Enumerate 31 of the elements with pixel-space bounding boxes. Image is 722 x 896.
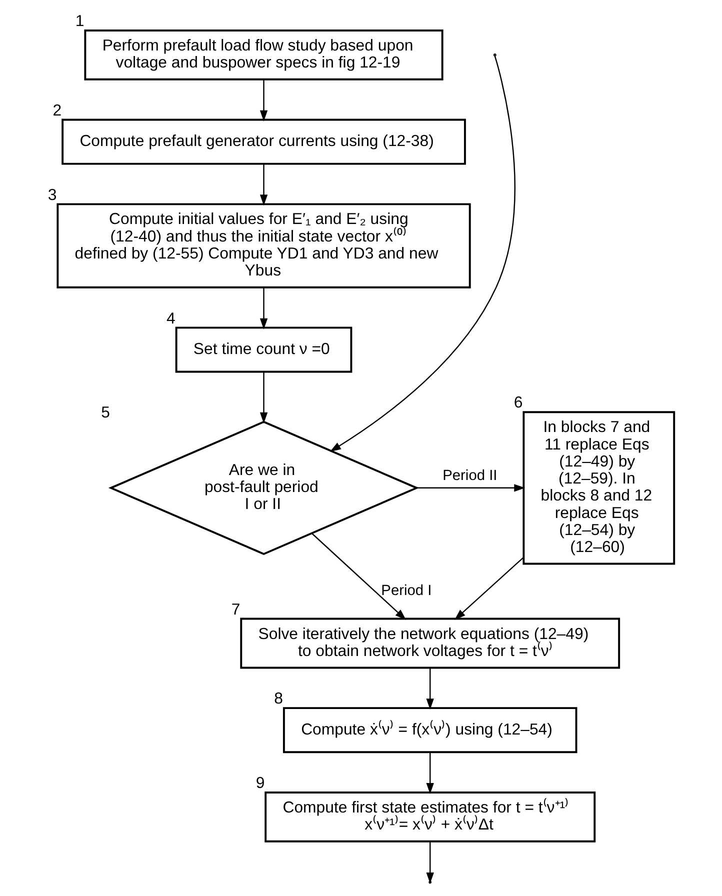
arrow: [426, 841, 434, 884]
arrow: [311, 532, 406, 620]
arrow: [426, 752, 434, 794]
arrow: [426, 668, 434, 710]
edge-label: Period I: [381, 583, 432, 600]
arrow: [330, 56, 516, 452]
node-box: In blocks 7 and 11 replace Eqs (12–49) by (12–59). In blocks 8 and 12 replace Eqs (12–54) by (12–60): [522, 411, 676, 565]
arrow: [454, 557, 524, 620]
arrow: [260, 80, 268, 122]
node-label: 4: [166, 310, 176, 328]
node-box: Compute prefault generator currents using (12-38): [62, 118, 466, 165]
arrow: [260, 372, 268, 424]
node-label: 8: [274, 690, 284, 708]
node-label: 7: [231, 601, 240, 618]
node-diamond: Are we in post-fault period I or II: [108, 420, 420, 556]
edge-label: Period II: [442, 468, 498, 484]
node-box: Compute first state estimates for t = t⁽ν⁺¹⁾ x⁽ν⁺¹⁾= x⁽ν⁾ + ẋ⁽ν⁾Δt: [264, 791, 596, 842]
node-label: 3: [48, 186, 57, 204]
node-box: Compute initial values for E′₁ and E′₂ using (12-40) and thus the initial state vector x⁽⁰⁾ defined by (12-55) Compute YD1 and YD3 and new Ybus: [56, 203, 471, 288]
arrow: [417, 484, 526, 492]
node-label: 6: [514, 394, 523, 412]
node-box: Solve iteratively the network equations (12–49) to obtain network voltages for t = t⁽ν⁾: [240, 618, 620, 669]
arrow: [260, 164, 268, 206]
node-label: 9: [256, 775, 265, 792]
node-box: Perform prefault load flow study based upon voltage and buspower specs in fig 12-19: [84, 30, 444, 80]
node-label: 1: [75, 13, 84, 30]
node-label: 5: [101, 404, 110, 422]
node-label: 2: [52, 102, 62, 120]
node-box: Compute ẋ⁽ν⁾ = f(x⁽ν⁾) using (12–54): [282, 707, 578, 754]
node-box: Set time count ν =0: [175, 326, 352, 373]
arrow: [260, 288, 268, 330]
